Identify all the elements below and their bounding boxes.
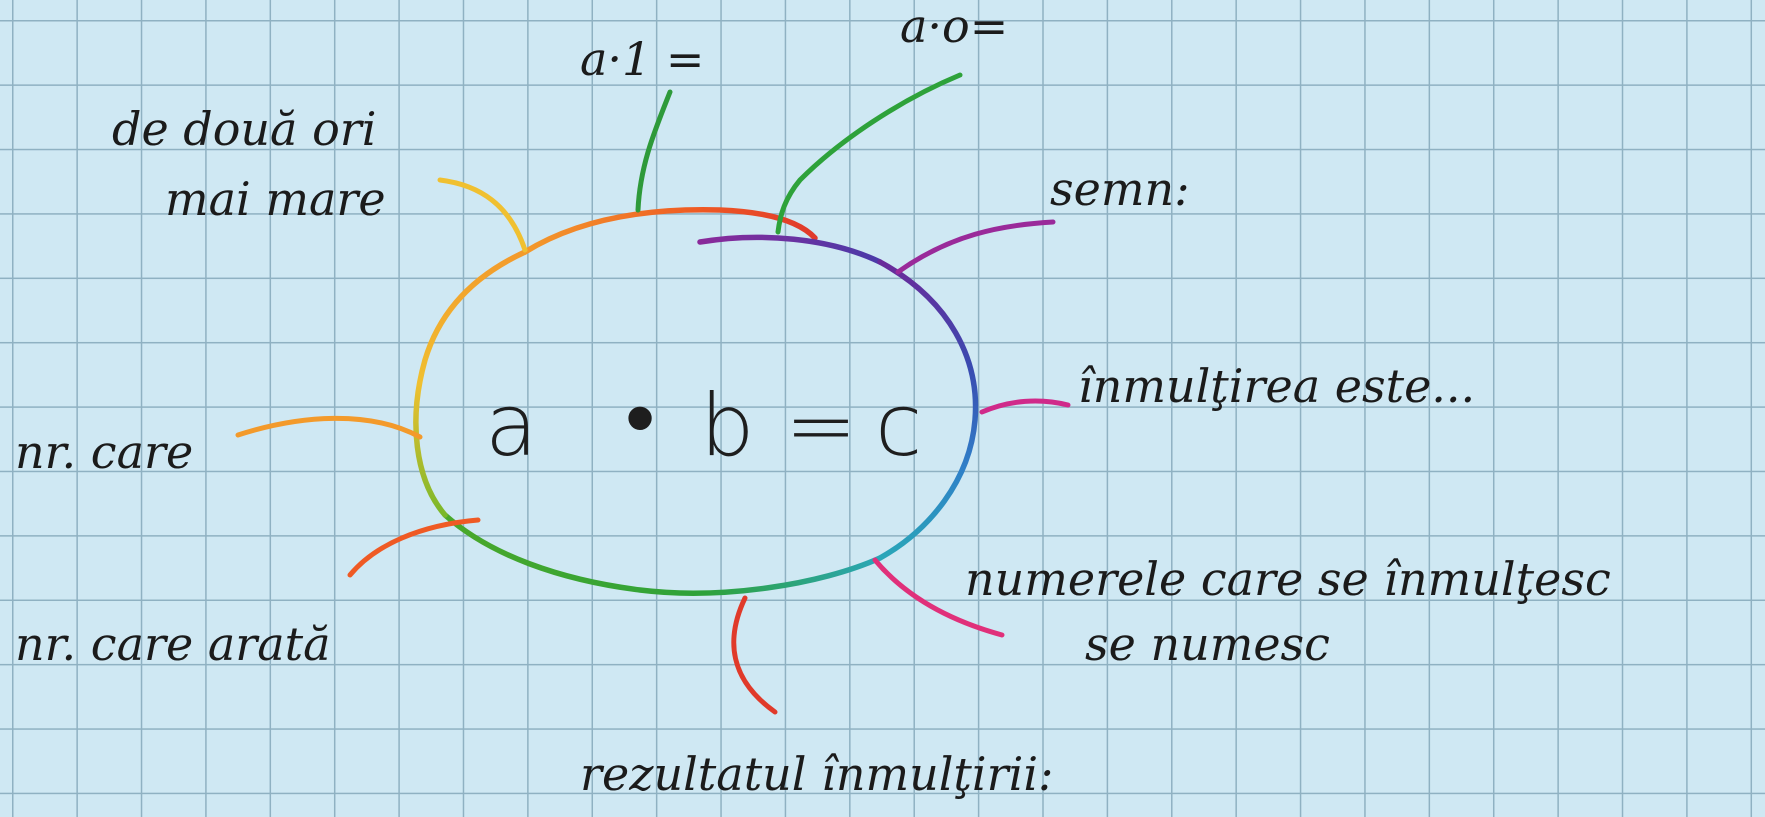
- ray-nr-care: [235, 415, 423, 440]
- ray-a-times-1: [635, 89, 673, 213]
- label-nr-care: nr. care: [15, 425, 193, 479]
- ray-multiplication-is: [979, 398, 1071, 415]
- ray-result: [731, 595, 778, 715]
- rays: [235, 72, 1071, 715]
- label-double-line1: de două ori: [112, 102, 377, 156]
- ray-sign: [895, 219, 1056, 275]
- ray-nr-care-arata: [347, 517, 481, 578]
- sun-arc-right: [877, 259, 979, 561]
- label-nr-care-arata: nr. care arată: [15, 617, 331, 671]
- formula-a: a: [485, 376, 538, 476]
- label-sign: semn:: [1050, 162, 1190, 216]
- formula-b: b: [700, 376, 755, 476]
- label-double-line2: mai mare: [165, 172, 386, 226]
- label-factors-line2: se numesc: [1085, 617, 1330, 671]
- sun-oval: [413, 207, 979, 596]
- label-multiplication-is: înmulţirea este...: [1078, 359, 1475, 413]
- formula-dot: •: [625, 368, 655, 468]
- label-a-times-0: a·o=: [900, 0, 1008, 53]
- formula-c: c: [875, 376, 922, 476]
- ray-factors: [872, 557, 1005, 638]
- labels: a·1 = a·o= de două ori mai mare semn: în…: [15, 0, 1611, 801]
- label-result: rezultatul înmulţirii:: [580, 747, 1054, 801]
- formula: a • b = c: [485, 368, 922, 476]
- formula-equals: =: [785, 376, 857, 476]
- ray-a-times-0: [775, 72, 963, 235]
- label-factors-line1: numerele care se înmulţesc: [965, 552, 1611, 606]
- sun-arc-bottom: [442, 512, 883, 596]
- sun-arc-top: [522, 207, 818, 255]
- sun-arc-left: [413, 249, 528, 518]
- sun-arc-top-purple: [697, 234, 883, 265]
- label-a-times-1: a·1 =: [580, 32, 704, 86]
- ray-double: [437, 177, 528, 253]
